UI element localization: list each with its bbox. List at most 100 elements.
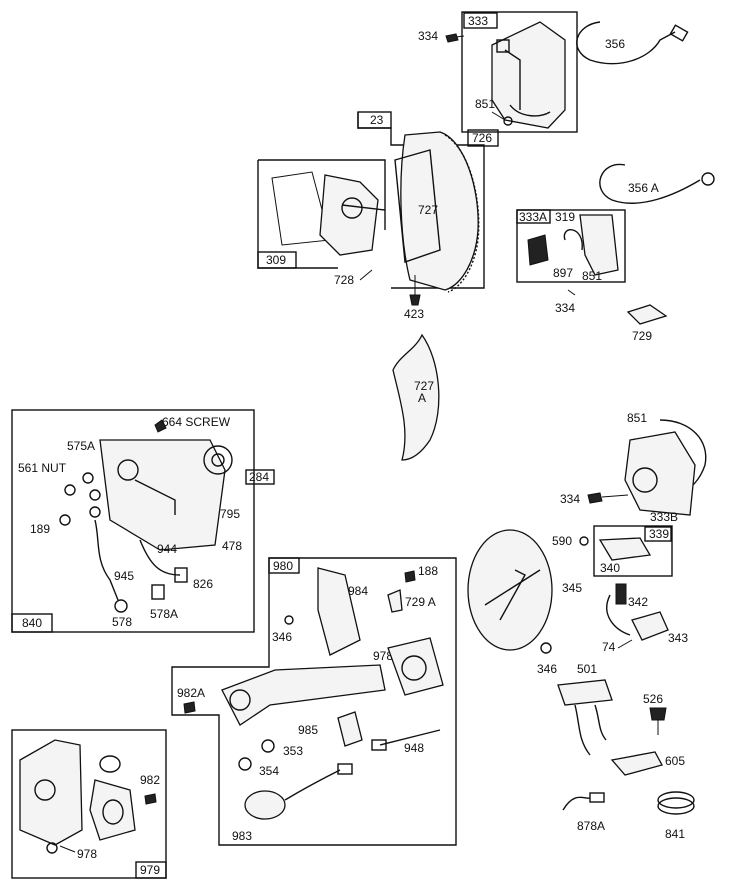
label-334-right: 334	[560, 492, 580, 506]
flywheel-23-group: 23 726 727 423	[357, 111, 499, 321]
wire-356A-group: 356 A	[599, 163, 715, 204]
label-985: 985	[298, 723, 318, 737]
label-982A: 982A	[177, 686, 205, 700]
cover-345-group: 345 346	[467, 529, 582, 676]
label-841: 841	[665, 827, 685, 841]
box-309	[258, 159, 386, 230]
label-980: 980	[273, 559, 293, 573]
label-346b: 346	[537, 662, 557, 676]
gasket-978-part	[387, 637, 444, 696]
label-333B: 333B	[650, 510, 678, 524]
shield-727A-group: 727 A	[392, 333, 440, 461]
wire-945-part	[94, 519, 119, 601]
tag-333	[463, 12, 498, 29]
box-339	[593, 525, 673, 577]
label-343: 343	[668, 631, 688, 645]
label-356A: 356 A	[628, 181, 659, 195]
label-605: 605	[665, 754, 685, 768]
label-340: 340	[600, 561, 620, 575]
label-978b: 978	[77, 847, 97, 861]
gasket-978-lower-part	[89, 779, 136, 841]
label-944: 944	[157, 542, 177, 556]
label-851-mid: 851	[582, 269, 602, 283]
box-309-group: 309 728	[257, 159, 386, 287]
box-840	[11, 409, 255, 633]
wire-356A-part	[599, 163, 701, 204]
label-878A: 878A	[577, 819, 605, 833]
label-590: 590	[552, 534, 572, 548]
wire-356-group: 356	[576, 21, 689, 65]
label-353: 353	[283, 744, 303, 758]
lower-right-parts: 501 526 605 878A 841	[557, 662, 695, 841]
box-333	[461, 11, 578, 133]
box-980-group: 980 984 188 729 A 346 978 982A 985 353 3…	[171, 557, 457, 846]
label-984: 984	[348, 584, 368, 598]
label-423: 423	[404, 307, 424, 321]
label-727A-2: A	[418, 391, 426, 405]
points-339-part	[598, 537, 652, 561]
label-795: 795	[220, 507, 240, 521]
label-356: 356	[605, 37, 625, 51]
label-978a: 978	[373, 649, 393, 663]
label-74: 74	[602, 640, 616, 654]
bracket-984-part	[317, 567, 361, 656]
box-339-group: 590 339 340	[552, 525, 673, 577]
condenser-group: 342 343 74	[602, 583, 688, 654]
screw-334-part	[445, 33, 459, 43]
ground-wire-356-part	[576, 21, 676, 65]
label-575A: 575A	[67, 439, 95, 453]
box-979	[11, 729, 167, 879]
coil-333-group: 333 851 334	[418, 11, 578, 133]
switch-501-part	[557, 679, 613, 706]
label-189: 189	[30, 522, 50, 536]
switch-983-part	[244, 790, 286, 820]
label-729: 729	[632, 329, 652, 343]
coil-333A-part	[579, 214, 619, 276]
label-840: 840	[22, 616, 42, 630]
label-334-top: 334	[418, 29, 438, 43]
shield-727A-part	[392, 333, 440, 461]
box-840-group: 840 664 SCREW 575A 561 NUT 284 189 795 4…	[11, 409, 275, 633]
box-333A	[516, 209, 626, 283]
label-983: 983	[232, 829, 252, 843]
label-945: 945	[114, 569, 134, 583]
label-346a: 346	[272, 630, 292, 644]
label-664: 664 SCREW	[162, 415, 231, 429]
dust-cover-345-part	[467, 529, 553, 651]
condenser-343-part	[631, 611, 669, 641]
label-728: 728	[334, 273, 354, 287]
label-982: 982	[140, 773, 160, 787]
label-309: 309	[266, 253, 286, 267]
clip-729-group: 729	[626, 304, 668, 343]
label-333: 333	[468, 14, 488, 28]
label-342: 342	[628, 595, 648, 609]
blower-housing-part	[19, 739, 83, 846]
label-726: 726	[472, 131, 492, 145]
label-319: 319	[555, 210, 575, 224]
label-526: 526	[643, 692, 663, 706]
label-826: 826	[193, 577, 213, 591]
label-948: 948	[404, 741, 424, 755]
clip-729-part	[626, 304, 668, 325]
label-851-right: 851	[627, 411, 647, 425]
label-188: 188	[418, 564, 438, 578]
box-979-group: 979 982 978	[11, 729, 167, 879]
hose-clamp-841-part	[657, 791, 695, 809]
ignition-coil-part	[491, 21, 566, 129]
label-727A-1: 727	[414, 379, 434, 393]
label-354: 354	[259, 764, 279, 778]
label-339: 339	[649, 527, 669, 541]
label-284: 284	[249, 470, 269, 484]
box-980	[171, 557, 457, 846]
control-985-part	[221, 664, 386, 726]
label-501: 501	[577, 662, 597, 676]
clamp-605-part	[610, 751, 663, 776]
label-561: 561 NUT	[18, 461, 67, 475]
label-979: 979	[140, 863, 160, 877]
label-578A: 578A	[150, 607, 178, 621]
label-345: 345	[562, 581, 582, 595]
coil-333B-group: 851 334 333B	[560, 411, 707, 524]
backplate-part	[319, 174, 379, 256]
bracket-part	[99, 439, 226, 551]
